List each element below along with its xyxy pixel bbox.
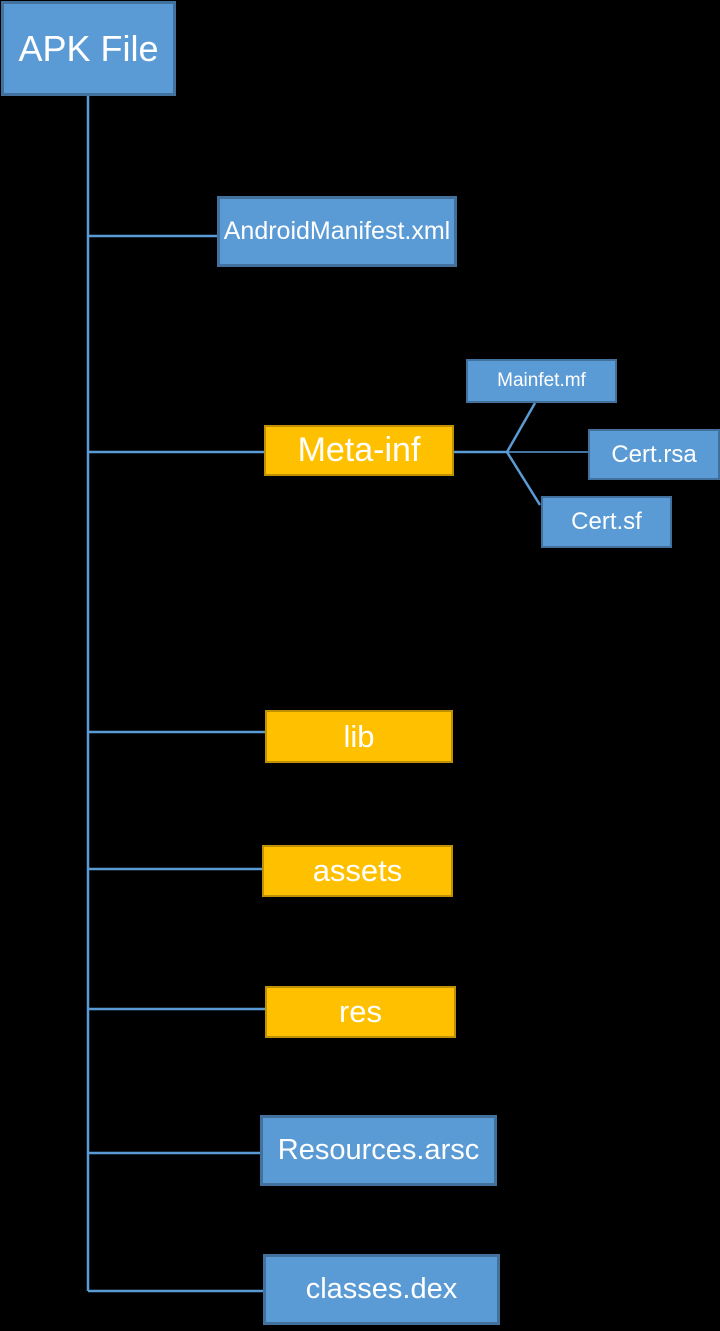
node-classes-dex: classes.dex bbox=[263, 1254, 500, 1325]
node-lib: lib bbox=[265, 710, 453, 763]
node-cert-rsa: Cert.rsa bbox=[588, 429, 720, 480]
fork-to-cert-sf bbox=[505, 451, 542, 506]
node-android-manifest: AndroidManifest.xml bbox=[217, 196, 457, 267]
node-meta-inf: Meta-inf bbox=[264, 425, 454, 476]
node-resources-arsc: Resources.arsc bbox=[260, 1115, 497, 1186]
node-cert-sf: Cert.sf bbox=[541, 496, 672, 548]
node-assets: assets bbox=[262, 845, 453, 897]
node-apk-file: APK File bbox=[1, 1, 176, 96]
node-mainfet-mf: Mainfet.mf bbox=[466, 359, 617, 403]
fork-to-mainfet bbox=[505, 402, 537, 453]
node-res: res bbox=[265, 986, 456, 1038]
